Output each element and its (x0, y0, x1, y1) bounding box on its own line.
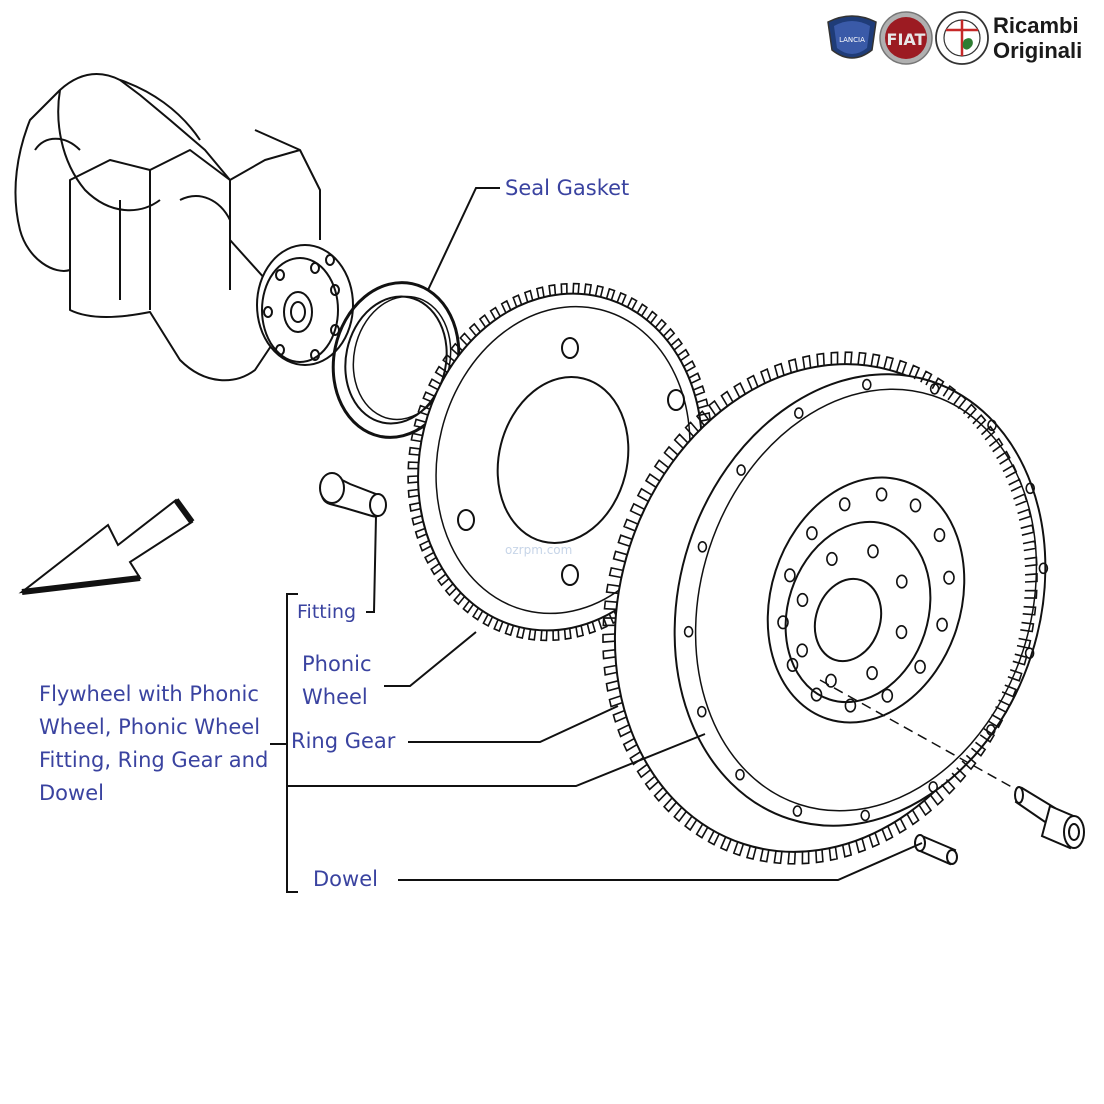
bolt-hole (1024, 647, 1035, 660)
bolt-hole (1025, 482, 1035, 495)
assembly-line-4: Dowel (39, 781, 104, 805)
lancia-logo-icon: LANCIA (827, 15, 877, 59)
bolt-hole (735, 768, 745, 781)
bolt-hole (875, 487, 888, 502)
ring-gear-teeth (602, 351, 1038, 865)
crankshaft (14, 73, 321, 382)
crank-flange (256, 244, 354, 366)
direction-arrow (18, 498, 195, 595)
bolt-hole (838, 497, 851, 512)
brand-line-1: Ricambi (993, 13, 1079, 38)
bolt-hole (683, 625, 694, 638)
bolt-hole (867, 544, 879, 559)
fitting-screw (319, 472, 387, 518)
bolt-hole (895, 574, 908, 589)
leader-dowel (398, 842, 923, 881)
bolt-hole (806, 526, 818, 541)
assembly-line-3: Fitting, Ring Gear and (39, 748, 269, 772)
assembly-line-1: Flywheel with Phonic (39, 682, 259, 706)
bolt-hole (786, 657, 799, 672)
bolt-hole (933, 528, 946, 543)
label-fitting: Fitting (297, 601, 357, 623)
bolt-hole (696, 705, 707, 718)
flywheel-bolt (1014, 786, 1085, 850)
flywheel-bolt-holes (683, 378, 1049, 822)
assembly-description: Flywheel with Phonic Wheel, Phonic Wheel… (39, 678, 268, 810)
leader-flywheel (287, 733, 706, 787)
leader-ring-gear (408, 705, 619, 743)
bolt-hole (1038, 562, 1049, 575)
leader-lines (270, 187, 923, 893)
label-ring-gear: Ring Gear (291, 729, 396, 753)
bolt-hole (697, 540, 708, 553)
bolt-hole (825, 673, 837, 688)
bolt-hole (736, 464, 746, 476)
bolt-hole (777, 615, 789, 630)
fiat-logo-icon: FIAT (879, 11, 933, 65)
assembly-line-2: Wheel, Phonic Wheel (39, 715, 261, 739)
bolt-hole (881, 688, 894, 703)
watermark: ozrpm.com (505, 543, 573, 557)
leader-phonic-wheel (384, 631, 477, 687)
alfa-romeo-logo-icon (935, 11, 989, 65)
svg-text:FIAT: FIAT (887, 30, 926, 49)
bolt-hole (860, 809, 871, 822)
bolt-hole (928, 781, 939, 793)
bolt-hole (826, 551, 838, 566)
bolt-hole (810, 687, 823, 702)
bolt-hole (796, 643, 809, 658)
bolt-hole (844, 698, 857, 713)
bolt-hole (792, 805, 803, 817)
label-phonic-wheel-line2: Wheel (302, 685, 368, 709)
bolt-axis-line (819, 679, 1036, 801)
bolt-hole (793, 407, 804, 419)
bolt-hole (936, 617, 948, 632)
bolt-hole (987, 419, 997, 432)
bolt-hole (909, 498, 922, 513)
bolt-hole (943, 570, 955, 585)
bolt-hole (866, 666, 878, 681)
svg-text:LANCIA: LANCIA (839, 36, 865, 44)
bolt-hole (796, 592, 809, 607)
label-seal-gasket: Seal Gasket (505, 176, 630, 200)
dowel-pin (914, 834, 958, 866)
brand-line-2: Originali (993, 38, 1083, 63)
gear-tooth-outline (602, 351, 1038, 865)
label-dowel: Dowel (313, 867, 378, 891)
bolt-hole (784, 568, 796, 583)
leader-fitting (366, 515, 377, 613)
bolt-hole (895, 625, 908, 640)
bolt-hole (914, 659, 926, 674)
bolt-hole (861, 378, 872, 391)
leader-seal-gasket (427, 187, 500, 291)
label-phonic-wheel-line1: Phonic (302, 652, 372, 676)
